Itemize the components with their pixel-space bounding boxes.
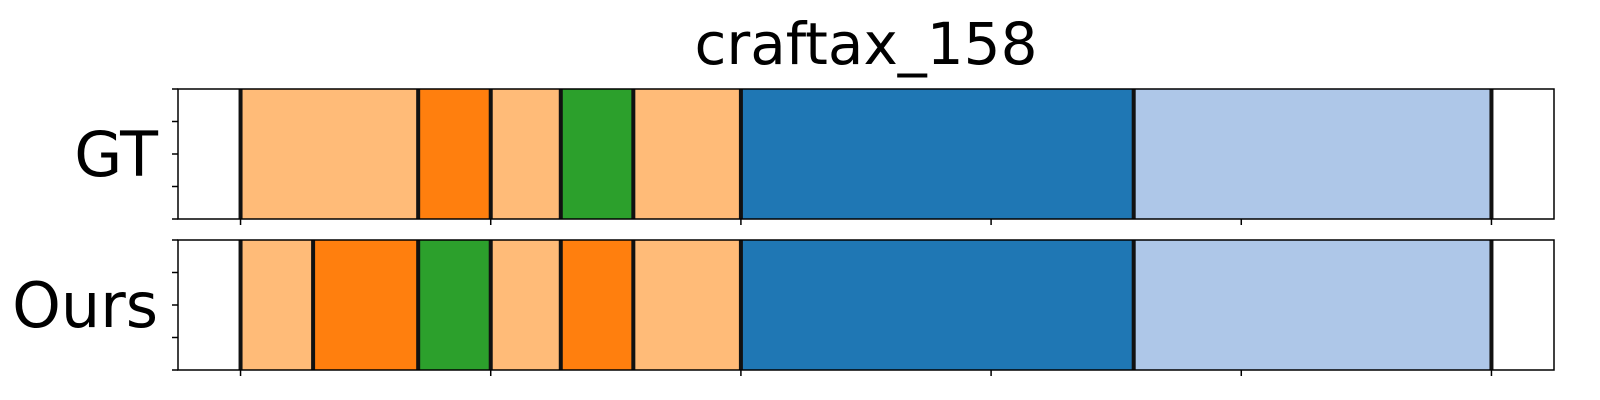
- segment-bar: [240, 240, 314, 370]
- segment-bar: [560, 89, 634, 219]
- segment-bar: [1133, 89, 1492, 219]
- segment-bar: [740, 240, 1134, 370]
- row-label: Ours: [12, 269, 158, 342]
- segment-bar: [490, 240, 561, 370]
- segment-bar: [740, 89, 1134, 219]
- segment-bar: [240, 89, 419, 219]
- row-gt: GT: [74, 88, 1555, 225]
- segment-bar: [418, 89, 491, 219]
- segment-bar: [418, 240, 491, 370]
- segment-bar: [633, 240, 741, 370]
- row-ours: Ours: [12, 239, 1555, 376]
- segment-bar: [560, 240, 634, 370]
- chart-title: craftax_158: [695, 10, 1038, 78]
- segment-bar: [633, 89, 741, 219]
- segment-bar: [490, 89, 561, 219]
- segment-bar: [313, 240, 419, 370]
- segment-bar: [1133, 240, 1492, 370]
- rows-layer: GT Ours: [12, 88, 1555, 376]
- row-label: GT: [74, 118, 159, 191]
